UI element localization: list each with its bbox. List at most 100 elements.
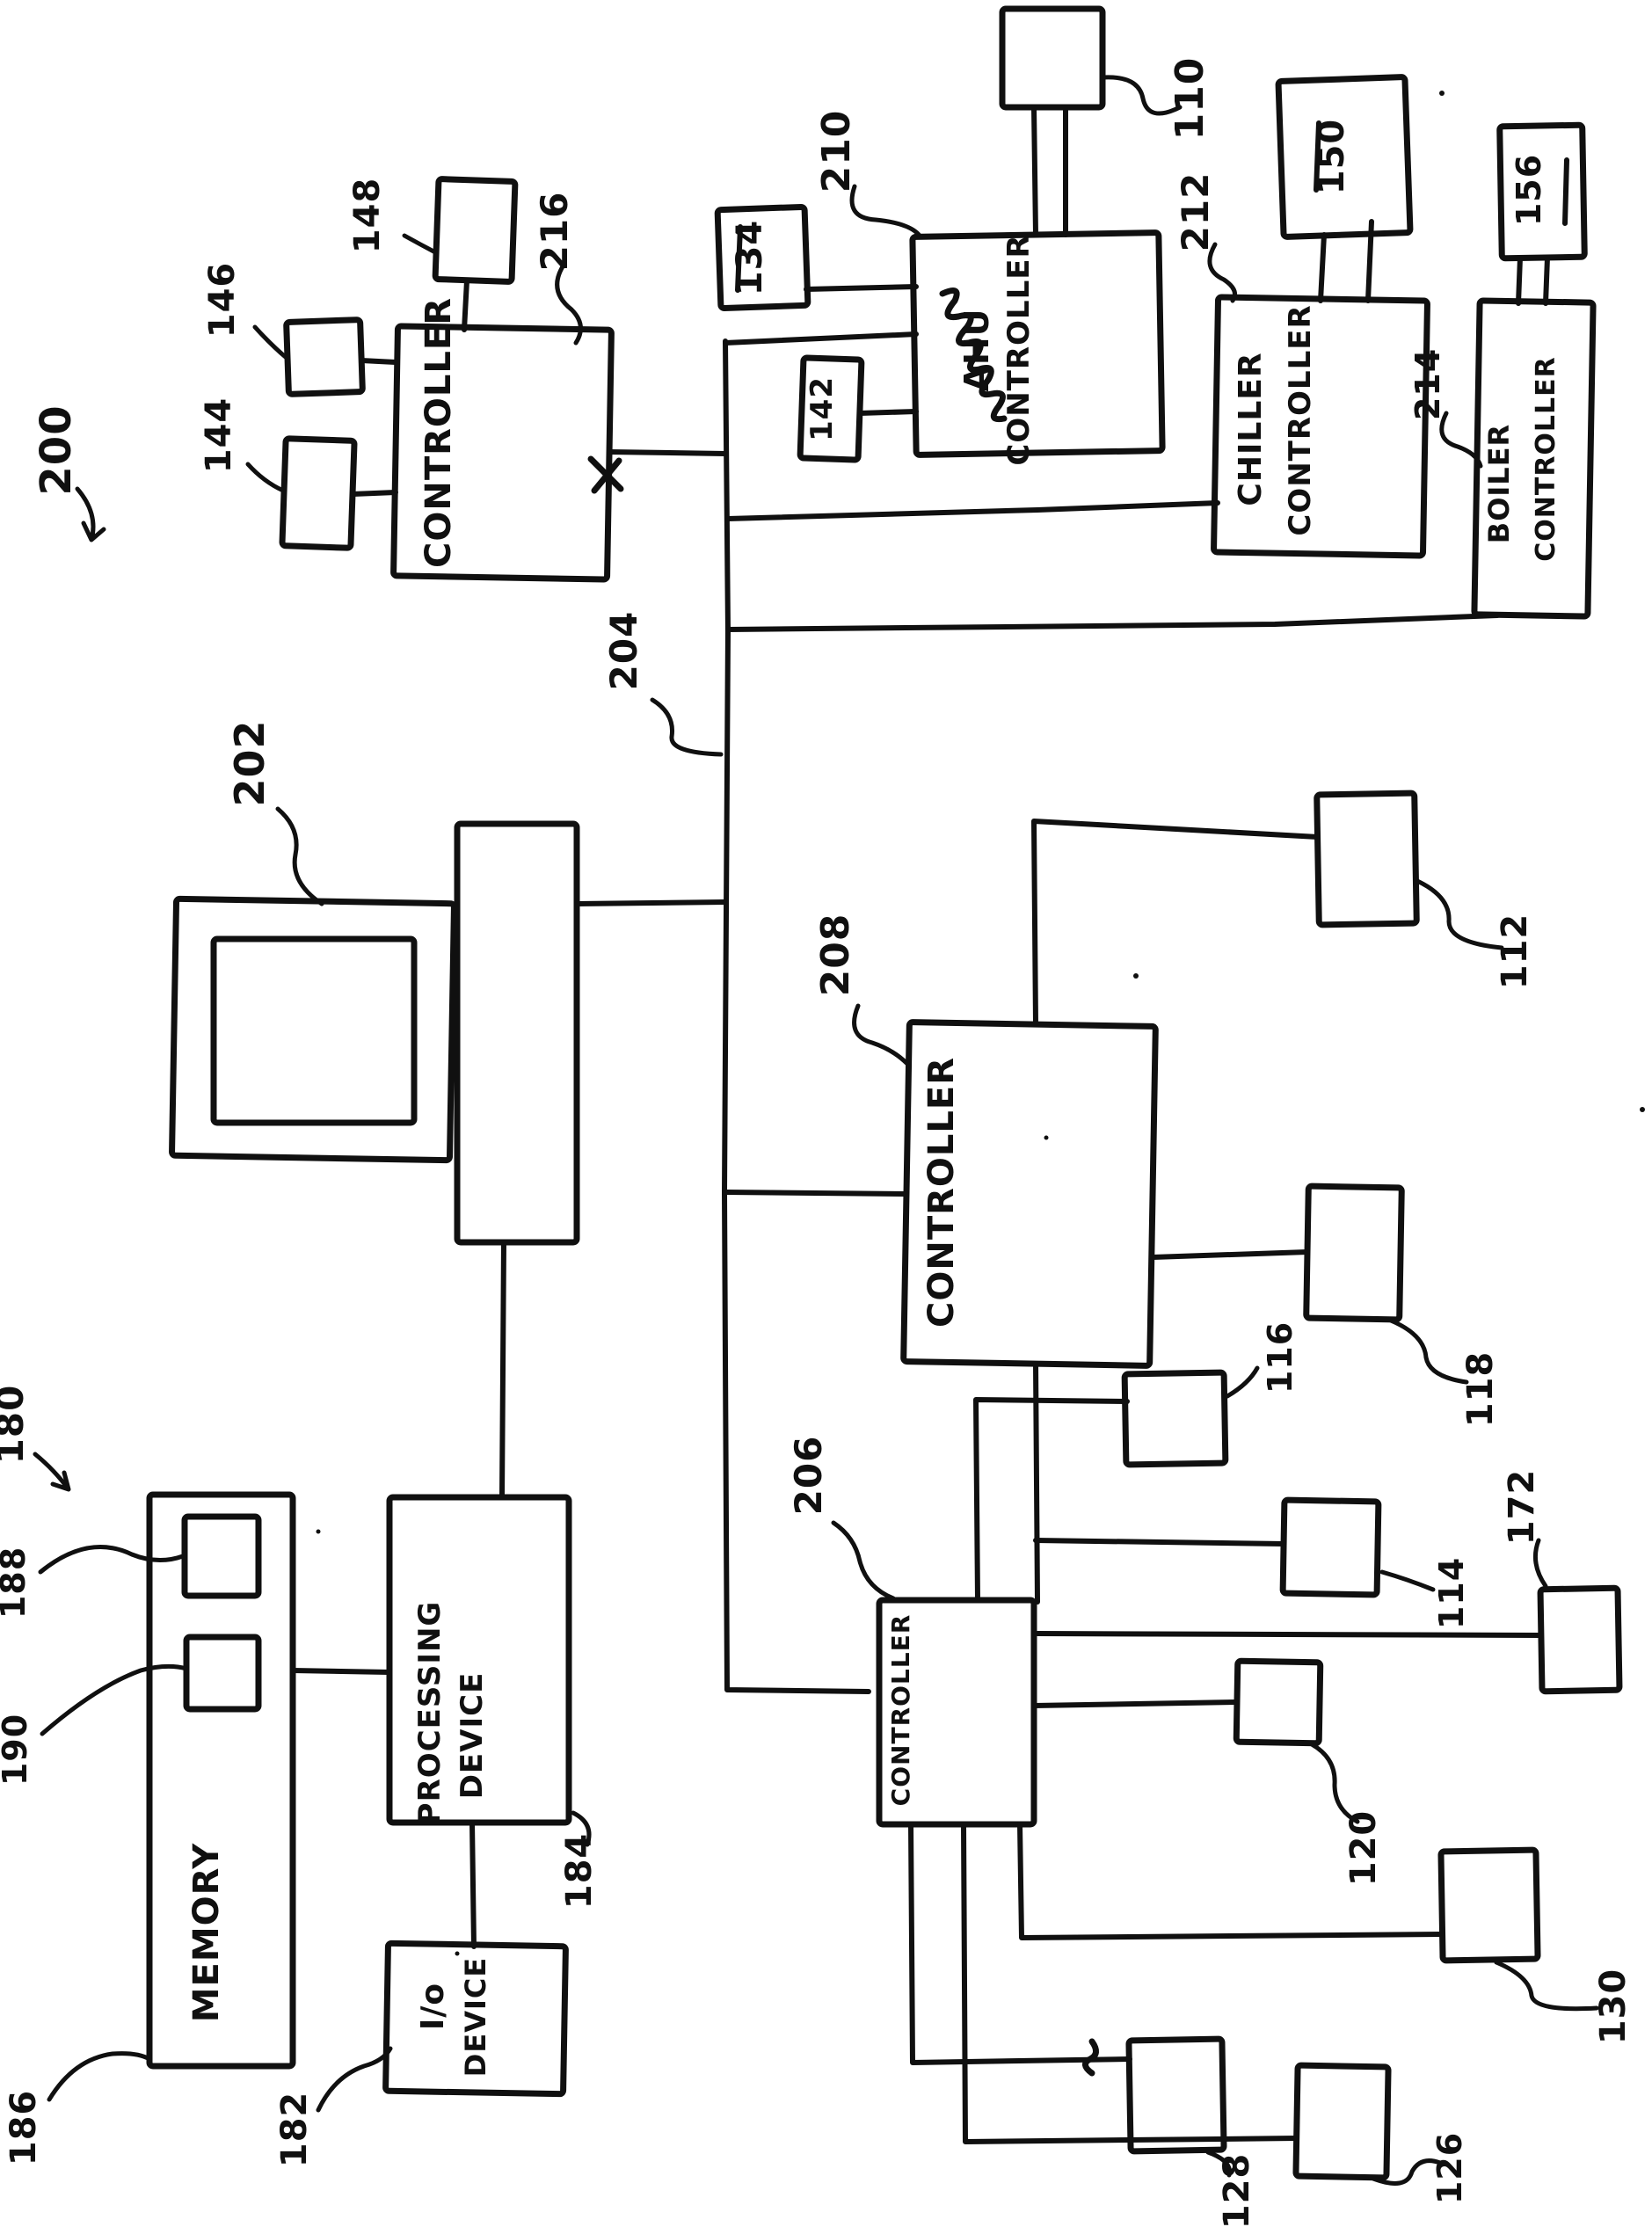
device-156-box: [1496, 121, 1588, 262]
underline-156-wire: [1562, 157, 1569, 226]
lead-128-leader: [1205, 2150, 1232, 2178]
underline-150-wire: [1314, 120, 1321, 193]
underline-134-wire: [735, 224, 743, 293]
lead-182-leader: [316, 2046, 393, 2113]
reference-numeral-ref-120: 120: [1343, 1810, 1384, 1887]
lead-110-leader: [1101, 75, 1183, 116]
lead-114-leader: [1379, 1569, 1436, 1592]
lead-206-leader: [831, 1520, 896, 1601]
reference-numeral-ref-128: 128: [1217, 2153, 1257, 2227]
tower-to-processing-wire: [499, 1240, 506, 1500]
label-txt-controller-208: CONTROLLER: [921, 1057, 962, 1328]
memory-182-box-box: [146, 1491, 296, 2070]
reference-numeral-ref-204: 204: [602, 611, 645, 691]
device-116-box: [1121, 1369, 1229, 1468]
device-150-box: [1275, 74, 1414, 240]
reference-numeral-ref-144: 144: [199, 397, 239, 474]
lead-204-leader: [650, 697, 724, 757]
reference-numeral-ref-184: 184: [559, 1833, 600, 1910]
crossed-out-word-scribble: [939, 287, 1008, 423]
device-112-box: [1314, 790, 1420, 928]
w-144-wire: [350, 490, 398, 497]
w-206-128-wire: [908, 1822, 1132, 2065]
reference-numeral-ref-190: 190: [0, 1714, 34, 1786]
w-208-206-wire: [1033, 1361, 1040, 1605]
pen-mark-128-scribble: [1082, 2038, 1099, 2077]
label-txt-ahu: AHU: [957, 308, 996, 391]
w-150-a-wire: [1318, 232, 1327, 303]
reference-numeral-ref-182: 182: [274, 2092, 315, 2168]
reference-numeral-ref-116: 116: [1261, 1321, 1299, 1394]
label-txt-controller-206: CONTROLLER: [886, 1614, 915, 1807]
pen-crossout-216-scribble: [587, 455, 624, 494]
device-114-box: [1279, 1496, 1382, 1598]
device-126-box: [1292, 2062, 1392, 2181]
bus-to-ahu-wire: [723, 331, 919, 346]
lead-126-leader: [1371, 2158, 1443, 2186]
controller-206-box: [876, 1597, 1037, 1828]
label-txt-processing: PROCESSING: [412, 1601, 448, 1825]
workstation-tower-box: [454, 820, 580, 1246]
device-120-box: [1233, 1657, 1324, 1747]
w-142-ahu-wire: [857, 409, 919, 416]
device-110-box: [999, 5, 1106, 111]
bus-to-chiller-wire: [725, 500, 1220, 521]
w-206-130-wire: [1017, 1822, 1445, 1940]
reference-numeral-ref-126: 126: [1430, 2132, 1469, 2204]
lead-212-leader: [1207, 242, 1237, 303]
reference-numeral-ref-112: 112: [1495, 913, 1535, 990]
w-206-120-wire: [1031, 1699, 1240, 1708]
w-134-ahu-wire: [804, 284, 919, 292]
reference-numeral-ref-208: 208: [813, 913, 858, 997]
label-txt-chiller: CHILLER: [1233, 352, 1269, 506]
ink-speck: [455, 1951, 460, 1956]
bus-to-boiler-wire: [725, 613, 1500, 632]
label-txt-134: 134: [730, 220, 770, 296]
reference-numeral-ref-206: 206: [787, 1436, 830, 1516]
reference-numeral-ref-172: 172: [1502, 1469, 1542, 1546]
arrow-200-leader: [75, 486, 106, 542]
reference-numeral-ref-188: 188: [0, 1547, 33, 1619]
lead-148-leader: [402, 233, 440, 256]
w-208-112-wire: [1031, 819, 1321, 1027]
arrow-180-leader: [33, 1452, 71, 1492]
label-txt-chiller-controller: CONTROLLER: [1283, 304, 1318, 535]
lead-130-leader: [1494, 1960, 1599, 2012]
lead-188-leader: [38, 1545, 186, 1575]
ink-speck: [1640, 1107, 1645, 1112]
reference-numeral-ref-210: 210: [814, 110, 859, 193]
label-txt-ahu-controller: CONTROLLER: [1001, 234, 1037, 465]
controller216-to-bus-wire: [607, 449, 728, 456]
label-txt-boiler: BOILER: [1482, 424, 1516, 543]
label-txt-150: 150: [1312, 119, 1352, 195]
lead-116-leader: [1225, 1365, 1260, 1399]
label-txt-device-1: DEVICE: [455, 1672, 490, 1800]
w-148-wire: [462, 278, 469, 332]
label-txt-device-2: DEVICE: [459, 1957, 492, 2077]
lead-210-leader: [849, 184, 922, 238]
ahu-controller-210-box: [909, 229, 1166, 458]
io-device-182-box-box: [382, 1940, 569, 2098]
label-txt-controller-216: CONTROLLER: [418, 297, 459, 568]
reference-numeral-ref-114: 114: [1432, 1557, 1471, 1629]
label-txt-boiler-controller: CONTROLLER: [1531, 356, 1561, 562]
lead-208-leader: [852, 1003, 910, 1066]
device-172-box: [1537, 1584, 1623, 1695]
label-txt-io: I/o: [415, 1983, 451, 2030]
reference-numeral-ref-146: 146: [202, 262, 243, 338]
w-114-wire: [1033, 1538, 1286, 1547]
ink-speck: [1439, 91, 1445, 96]
lead-214-leader: [1439, 411, 1483, 469]
lead-144-leader: [245, 462, 286, 493]
lead-172-leader: [1532, 1538, 1548, 1589]
device-118-box: [1303, 1183, 1405, 1323]
w-172-wire: [1035, 1631, 1544, 1638]
lead-120-leader: [1309, 1742, 1360, 1824]
reference-numeral-ref-216: 216: [533, 192, 576, 272]
reference-numeral-ref-200: 200: [32, 404, 81, 495]
ink-speck: [316, 1529, 321, 1534]
reference-numeral-ref-212: 212: [1174, 172, 1217, 252]
w-206-126-wire: [961, 1822, 1299, 2144]
